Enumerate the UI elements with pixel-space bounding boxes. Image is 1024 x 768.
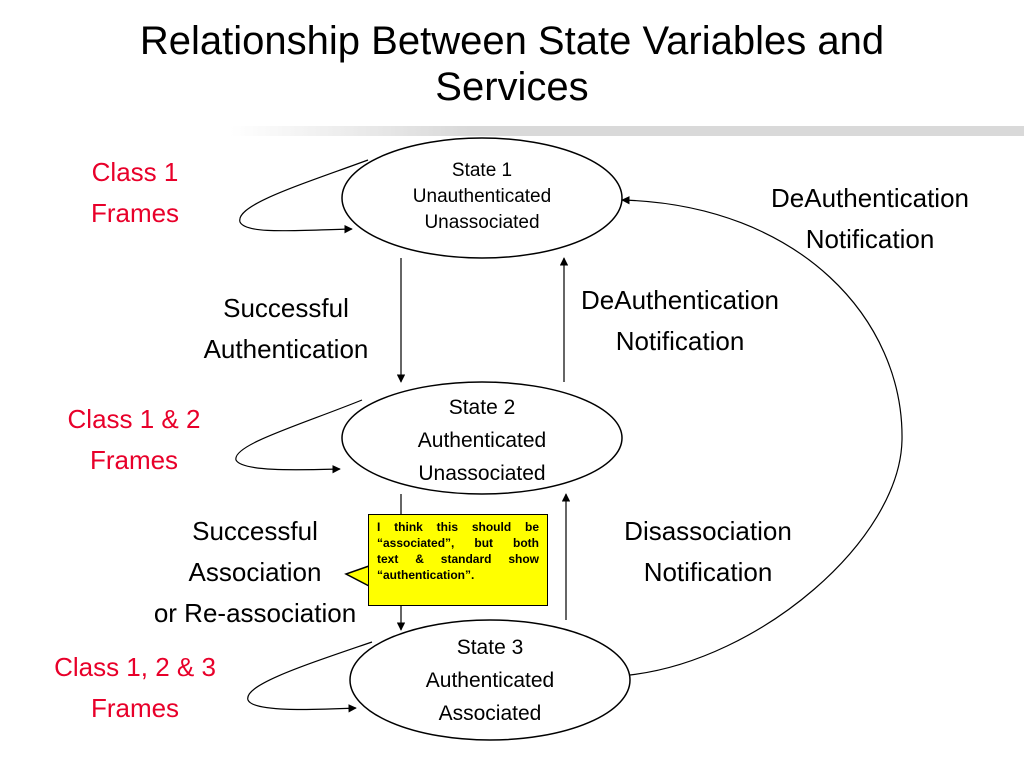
title-divider xyxy=(230,126,1024,136)
state-3-ellipse xyxy=(349,619,631,741)
title-line-2: Services xyxy=(435,65,589,109)
label-successful-association: Successful Association or Re-association xyxy=(140,511,370,634)
frame-label-2-line-2: Frames xyxy=(89,445,179,475)
disassoc-line-2: Notification xyxy=(643,557,773,587)
label-deauth-notification-middle: DeAuthentication Notification xyxy=(565,280,795,362)
self-loop-state-2 xyxy=(235,399,363,474)
frame-label-1-line-2: Frames xyxy=(90,198,180,228)
state-2-label: State 2 Authenticated Unassociated xyxy=(382,391,582,490)
state-2-auth: Authenticated xyxy=(417,429,547,452)
frame-label-class-1-2-3: Class 1, 2 & 3 Frames xyxy=(30,647,240,729)
state-2-assoc: Unassociated xyxy=(418,462,546,485)
state-1-label: State 1 Unauthenticated Unassociated xyxy=(392,158,572,236)
frame-label-2-line-1: Class 1 & 2 xyxy=(67,404,201,434)
frame-label-1-line-1: Class 1 xyxy=(91,157,179,187)
deauth-mid-line-2: Notification xyxy=(615,326,745,356)
frame-label-class-1: Class 1 Frames xyxy=(55,152,215,234)
self-loop-state-1 xyxy=(239,159,369,234)
frame-label-3-line-2: Frames xyxy=(90,693,180,723)
state-1-name: State 1 xyxy=(451,160,513,181)
state-3-assoc: Associated xyxy=(438,702,542,725)
title-line-1: Relationship Between State Variables and xyxy=(139,19,885,63)
disassoc-line-1: Disassociation xyxy=(624,516,792,546)
label-disassociation-notification: Disassociation Notification xyxy=(598,511,818,593)
callout-line-2: “associated”, but both xyxy=(377,536,539,550)
assoc-line-3: or Re-association xyxy=(153,598,357,628)
state-1-assoc: Unassociated xyxy=(424,212,540,233)
frame-label-class-1-2: Class 1 & 2 Frames xyxy=(44,399,224,481)
state-2-name: State 2 xyxy=(448,396,516,419)
callout-line-4: “authentication”. xyxy=(377,568,475,582)
slide-title: Relationship Between State Variables and… xyxy=(0,18,1024,110)
auth-line-2: Authentication xyxy=(203,334,369,364)
label-deauth-notification-outer: DeAuthentication Notification xyxy=(752,178,988,260)
state-3-label: State 3 Authenticated Associated xyxy=(390,631,590,730)
state-3-name: State 3 xyxy=(456,636,524,659)
state-2-ellipse xyxy=(341,381,623,495)
deauth-outer-line-1: DeAuthentication xyxy=(770,183,970,213)
callout-line-3: text & standard show xyxy=(377,552,539,566)
state-3-auth: Authenticated xyxy=(425,669,555,692)
assoc-line-1: Successful xyxy=(192,516,318,546)
comment-callout: I think this should be “associated”, but… xyxy=(368,514,548,606)
auth-line-1: Successful xyxy=(223,293,349,323)
state-1-auth: Unauthenticated xyxy=(412,186,552,207)
deauth-mid-line-1: DeAuthentication xyxy=(580,285,780,315)
callout-pointer xyxy=(344,565,370,587)
callout-line-1: I think this should be xyxy=(377,520,539,534)
deauth-outer-line-2: Notification xyxy=(805,224,935,254)
assoc-line-2: Association xyxy=(188,557,322,587)
self-loop-state-3 xyxy=(247,641,373,713)
label-successful-authentication: Successful Authentication xyxy=(186,288,386,370)
arrow-deauth-3-to-1 xyxy=(621,196,903,676)
frame-label-3-line-1: Class 1, 2 & 3 xyxy=(54,652,216,682)
